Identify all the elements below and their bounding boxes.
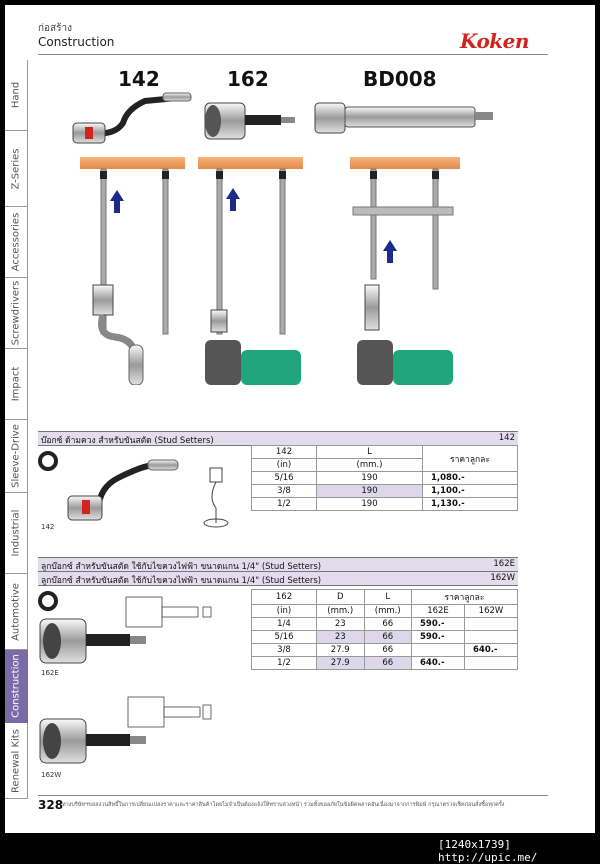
caption-162w: 162W (41, 771, 62, 779)
tab-screwdrivers[interactable]: Screwdrivers (5, 278, 28, 349)
tab-impact[interactable]: Impact (5, 349, 28, 420)
product-bd008-image (314, 102, 493, 134)
tab-renewal-kits[interactable]: Renewal Kits (5, 723, 28, 799)
header-rule (38, 54, 548, 55)
tab-industrial[interactable]: Industrial (5, 493, 28, 574)
product-162-image (204, 102, 295, 140)
footer-rule (38, 795, 548, 796)
product-142-image (72, 92, 192, 144)
koken-logo: Koken (460, 29, 529, 53)
footer-note: ทางบริษัทฯขอสงวนสิทธิ์ในการเปลี่ยนแปลงรา… (62, 802, 505, 808)
caption-142: 142 (41, 523, 55, 531)
model-label-142: 142 (118, 67, 160, 91)
model-label-162: 162 (227, 67, 269, 91)
image-watermark: [1240x1739] http://upic.me/ (438, 838, 538, 864)
section-162e-header: ลูกบ๊อกซ์ สำหรับขันสตัด ใช้กับไขควงไฟฟ้า… (38, 557, 518, 572)
tab-construction[interactable]: Construction (5, 650, 28, 723)
drill-image-2 (357, 284, 453, 385)
tab-sleeve-drive[interactable]: Sleeve-Drive (5, 420, 28, 493)
header-thai: ก่อสร้าง (38, 23, 73, 34)
section-142-images (38, 451, 229, 528)
usage-illustration (72, 92, 493, 385)
tab-accessories[interactable]: Accessories (5, 207, 28, 278)
caption-162e: 162E (41, 669, 59, 677)
catalog-page: ก่อสร้าง Construction Koken Hand Z-Serie… (5, 5, 595, 833)
page-title: Construction (38, 35, 115, 49)
tab-automotive[interactable]: Automotive (5, 574, 28, 650)
tab-hand[interactable]: Hand (5, 60, 28, 131)
model-label-bd008: BD008 (363, 67, 437, 91)
section-162w-header: ลูกบ๊อกซ์ สำหรับขันสตัด ใช้กับไขควงไฟฟ้า… (38, 571, 518, 586)
section-142-header: บ๊อกซ์ ด้ามควง สำหรับขันสตัด (Stud Sette… (38, 431, 518, 446)
tab-z-series[interactable]: Z-Series (5, 131, 28, 207)
section-162-images (38, 591, 212, 764)
drill-image (205, 309, 301, 385)
page-number: 328 (38, 798, 64, 812)
